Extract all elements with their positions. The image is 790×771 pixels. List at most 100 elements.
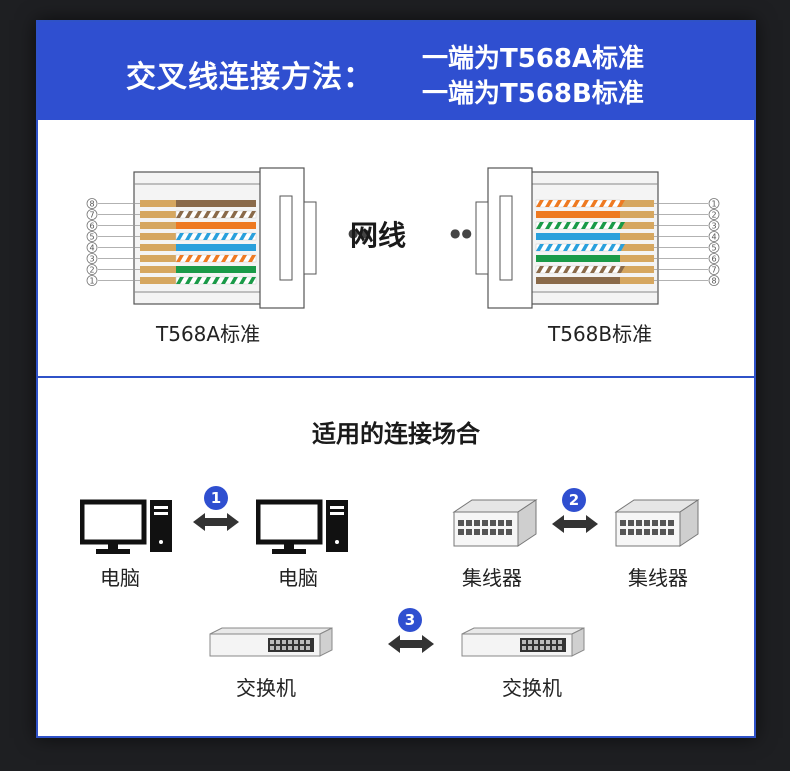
wire-stripe bbox=[554, 244, 562, 251]
gold-contact bbox=[140, 233, 176, 240]
wire-stripe bbox=[203, 233, 211, 240]
wire-stripe bbox=[581, 244, 589, 251]
gold-contact bbox=[618, 255, 654, 262]
gold-contact bbox=[618, 277, 654, 284]
device-label: 电脑 bbox=[100, 566, 140, 590]
t568b-label: T568B标准 bbox=[548, 322, 653, 346]
header-title: 交叉线连接方法： bbox=[126, 60, 374, 95]
pin-number: 3 bbox=[89, 255, 94, 264]
wire-stripe bbox=[248, 277, 256, 284]
computer-icon bbox=[256, 499, 348, 554]
wire-stripe bbox=[554, 266, 562, 273]
hub-icon bbox=[452, 499, 538, 547]
wire-stripe bbox=[563, 266, 571, 273]
badge-1: 1 bbox=[204, 486, 228, 510]
pin-number: 4 bbox=[711, 233, 716, 242]
wire-stripe bbox=[563, 244, 571, 251]
wire-stripe bbox=[212, 233, 220, 240]
scenarios-title: 适用的连接场合 bbox=[312, 420, 480, 448]
wire-stripe bbox=[599, 200, 607, 207]
pin-number: 4 bbox=[89, 244, 94, 253]
device-label: 电脑 bbox=[278, 566, 318, 590]
wire-stripe bbox=[590, 200, 598, 207]
wire-stripe bbox=[536, 222, 544, 229]
wire-stripe bbox=[572, 266, 580, 273]
pin-marker bbox=[86, 198, 98, 209]
pin-marker bbox=[708, 242, 720, 253]
wire-stripe bbox=[248, 233, 256, 240]
pin-number: 6 bbox=[711, 255, 716, 264]
gold-contact bbox=[140, 255, 176, 262]
wire-stripe bbox=[194, 277, 202, 284]
wire-stripe bbox=[230, 233, 238, 240]
wire-stripe bbox=[545, 266, 553, 273]
switch-icon bbox=[209, 627, 333, 657]
wire-stripe bbox=[212, 211, 220, 218]
wire-stripe bbox=[608, 200, 616, 207]
pin-number: 7 bbox=[711, 266, 716, 275]
wire-stripe bbox=[599, 266, 607, 273]
wire-stripe bbox=[581, 200, 589, 207]
double-arrow-icon bbox=[193, 513, 239, 531]
wire-stripe bbox=[185, 277, 193, 284]
wire-stripe bbox=[221, 211, 229, 218]
wire-solid bbox=[536, 211, 620, 218]
wire-stripe bbox=[221, 233, 229, 240]
wire-stripe bbox=[239, 233, 247, 240]
gold-contact bbox=[140, 200, 176, 207]
header-line-2: 一端为T568B标准 bbox=[422, 79, 644, 109]
hub-icon bbox=[614, 499, 700, 547]
wire-solid bbox=[176, 222, 256, 229]
wire-stripe bbox=[617, 266, 625, 273]
wire-solid bbox=[536, 255, 620, 262]
wire-stripe bbox=[617, 244, 625, 251]
cable-dots-right: ●● bbox=[450, 226, 473, 240]
wire-stripe bbox=[617, 222, 625, 229]
gold-contact bbox=[140, 211, 176, 218]
wire-stripe bbox=[608, 266, 616, 273]
wire-stripe bbox=[554, 200, 562, 207]
gold-contact bbox=[618, 244, 654, 251]
wire-stripe bbox=[221, 277, 229, 284]
wire-solid bbox=[176, 266, 256, 273]
wire-stripe bbox=[536, 200, 544, 207]
wire-stripe bbox=[248, 255, 256, 262]
pin-marker bbox=[708, 275, 720, 286]
wire-stripe bbox=[176, 233, 184, 240]
wire-stripe bbox=[617, 200, 625, 207]
pin-marker bbox=[708, 231, 720, 242]
gold-contact bbox=[140, 266, 176, 273]
wire-stripe bbox=[572, 244, 580, 251]
device-label: 交换机 bbox=[502, 676, 562, 700]
wire-stripe bbox=[185, 255, 193, 262]
pin-number: 3 bbox=[711, 222, 716, 231]
wire-solid bbox=[176, 200, 256, 207]
double-arrow-icon bbox=[552, 515, 598, 533]
pin-number: 7 bbox=[89, 211, 94, 220]
wire-stripe bbox=[536, 244, 544, 251]
wire-stripe bbox=[545, 244, 553, 251]
wire-stripe bbox=[185, 233, 193, 240]
wire-stripe bbox=[203, 277, 211, 284]
computer-icon bbox=[80, 499, 172, 554]
wire-stripe bbox=[194, 255, 202, 262]
gold-contact bbox=[140, 222, 176, 229]
wire-stripe bbox=[176, 277, 184, 284]
wire-stripe bbox=[608, 222, 616, 229]
pin-number: 6 bbox=[89, 222, 94, 231]
wire-stripe bbox=[581, 266, 589, 273]
wire-stripe bbox=[545, 222, 553, 229]
wire-stripe bbox=[563, 222, 571, 229]
double-arrow-icon bbox=[388, 635, 434, 653]
pin-number: 1 bbox=[89, 277, 94, 286]
wire-stripe bbox=[599, 244, 607, 251]
header-banner: 交叉线连接方法： 一端为T568A标准 一端为T568B标准 bbox=[38, 22, 754, 120]
wire-stripe bbox=[239, 255, 247, 262]
pin-marker bbox=[86, 253, 98, 264]
badge-3: 3 bbox=[398, 608, 422, 632]
wire-stripe bbox=[581, 222, 589, 229]
pin-marker bbox=[708, 220, 720, 231]
badge-2: 2 bbox=[562, 488, 586, 512]
